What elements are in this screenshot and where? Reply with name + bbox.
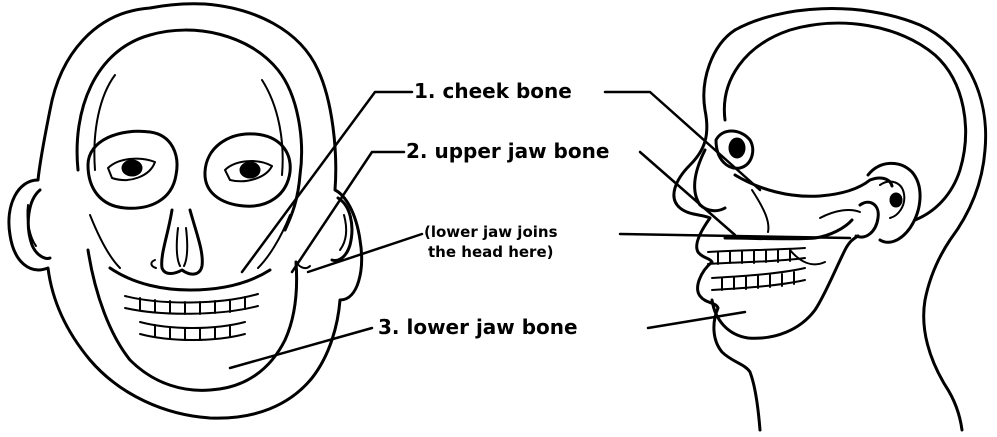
leader-jaw-joint-front bbox=[308, 234, 422, 272]
front-head bbox=[9, 4, 362, 418]
side-jaw-joint bbox=[856, 202, 878, 237]
side-lower-teeth bbox=[712, 268, 805, 290]
side-head bbox=[674, 9, 986, 430]
front-lower-teeth bbox=[140, 322, 245, 340]
leader-lower-jaw-front bbox=[230, 328, 372, 368]
leader-lower-jaw-side bbox=[648, 312, 745, 328]
label-upper-jaw-bone: 2. upper jaw bone bbox=[406, 140, 609, 162]
label-lower-jaw-joins-line1: (lower jaw joins bbox=[424, 222, 558, 242]
label-cheek-bone: 1. cheek bone bbox=[414, 80, 572, 102]
leader-upper-jaw-side bbox=[640, 152, 735, 235]
front-head-outline bbox=[9, 4, 362, 418]
front-nasal-cavity bbox=[162, 210, 203, 274]
side-cheek-bone bbox=[735, 175, 892, 196]
label-lower-jaw-joins-line2: the head here) bbox=[424, 242, 558, 262]
front-skull-cranium bbox=[77, 30, 301, 230]
label-lower-jaw-joins: (lower jaw joins the head here) bbox=[424, 222, 558, 262]
front-left-ear bbox=[28, 190, 50, 258]
front-lower-jaw bbox=[88, 250, 297, 390]
label-lower-jaw-bone: 3. lower jaw bone bbox=[378, 316, 578, 338]
front-upper-jaw bbox=[110, 268, 270, 290]
front-upper-teeth bbox=[125, 294, 258, 314]
